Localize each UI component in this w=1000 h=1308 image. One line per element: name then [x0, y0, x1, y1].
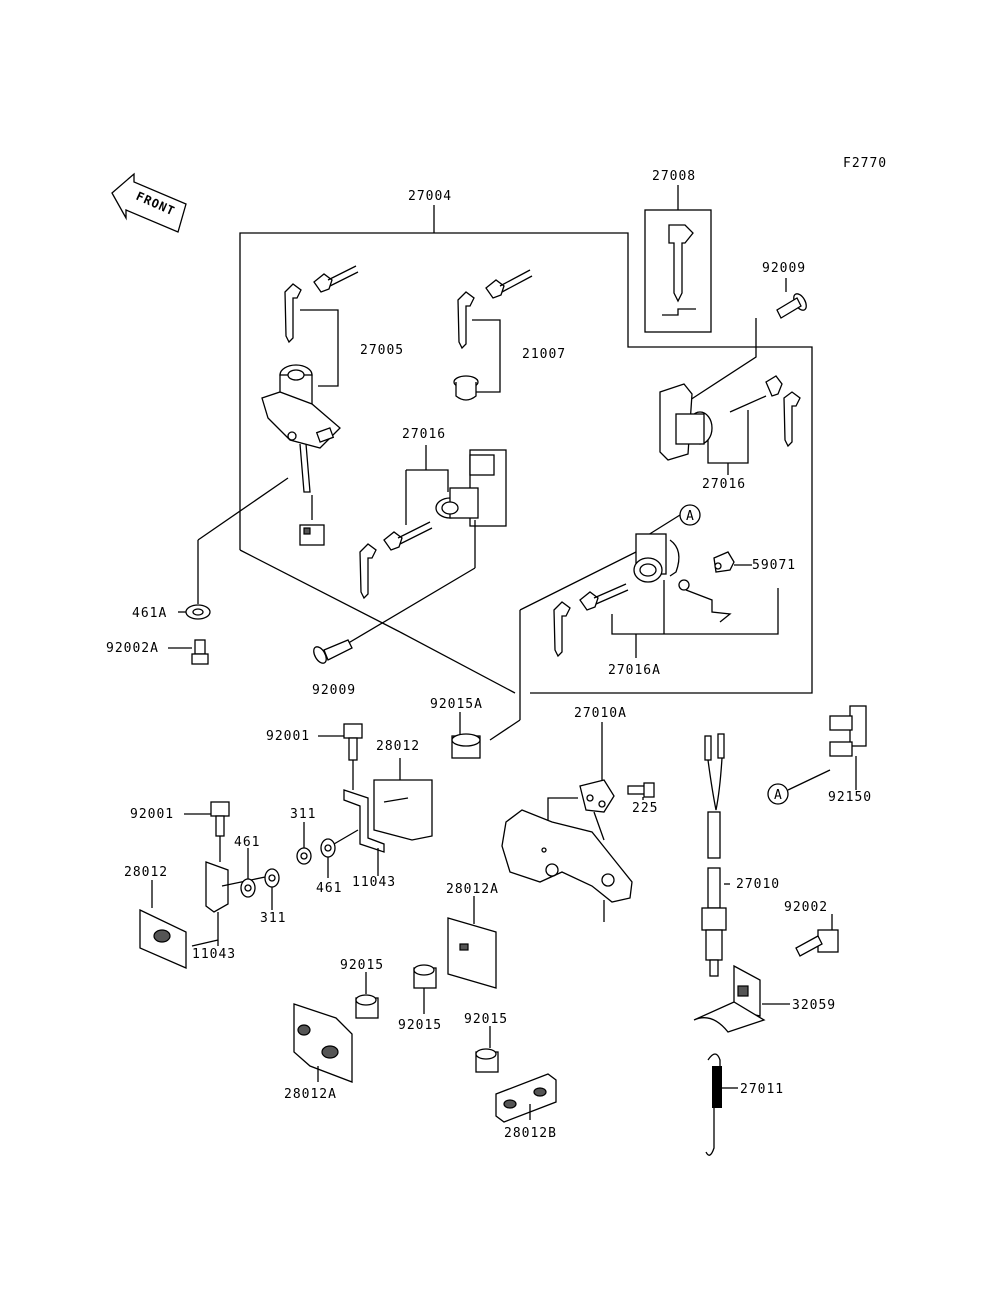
label-461-left: 461	[234, 835, 260, 850]
part-461-washer-mid	[320, 829, 359, 878]
part-28012A-reflector-mid	[447, 896, 497, 989]
part-27011-spring	[705, 1053, 738, 1156]
part-27016A-lock	[489, 533, 779, 741]
part-311-nut-lower	[264, 868, 280, 910]
label-461A: 461A	[132, 606, 167, 621]
label-225: 225	[632, 801, 658, 816]
kit-outline-lines	[239, 205, 813, 694]
label-11043-left: 11043	[192, 947, 236, 962]
part-92015-nut-mid	[413, 964, 437, 1014]
part-92001-bolt-upper	[318, 723, 363, 790]
part-461-washer-left	[240, 848, 256, 898]
side-stand-ref	[501, 809, 633, 922]
part-27005-ignition-switch	[197, 265, 359, 546]
label-28012B: 28012B	[504, 1126, 557, 1141]
label-92015A: 92015A	[430, 697, 483, 712]
part-225-screw	[627, 782, 655, 800]
label-92009-top: 92009	[762, 261, 806, 276]
label-28012-left: 28012	[124, 865, 168, 880]
label-27008: 27008	[652, 169, 696, 184]
part-92015-nut-left	[355, 972, 379, 1019]
label-92015-left: 92015	[340, 958, 384, 973]
label-92015-right: 92015	[464, 1012, 508, 1027]
part-59071-clip	[713, 551, 752, 573]
part-92009-screw-top	[776, 278, 807, 319]
label-27016A: 27016A	[608, 663, 661, 678]
label-92001-upper: 92001	[266, 729, 310, 744]
label-28012A-bottom: 28012A	[284, 1087, 337, 1102]
part-27008-key-box	[644, 185, 712, 333]
part-32059-bracket	[693, 964, 790, 1033]
part-28012A-reflector-bottom	[293, 1003, 353, 1083]
label-92150: 92150	[828, 790, 872, 805]
ref-marker-a-lower-label: A	[774, 788, 783, 803]
label-461-mid: 461	[316, 881, 342, 896]
label-27004: 27004	[408, 189, 452, 204]
label-27016-mid: 27016	[402, 427, 446, 442]
label-27010A: 27010A	[574, 706, 627, 721]
part-461A-washer	[178, 540, 211, 620]
label-311-lower: 311	[260, 911, 286, 926]
part-27010-switch-lead	[701, 733, 730, 977]
label-311-upper: 311	[290, 807, 316, 822]
part-311-nut-upper	[296, 822, 312, 865]
label-28012-upper: 28012	[376, 739, 420, 754]
ref-marker-a-lower: A	[767, 769, 831, 805]
part-11043-bracket-left	[205, 861, 271, 946]
label-92001-lower: 92001	[130, 807, 174, 822]
part-92002A-bolt	[168, 639, 209, 665]
label-28012A-mid: 28012A	[446, 882, 499, 897]
label-11043-right: 11043	[352, 875, 396, 890]
part-92001-bolt-lower	[184, 801, 230, 862]
part-28012-reflector-upper	[373, 758, 433, 841]
ref-marker-a-upper-label: A	[686, 509, 695, 524]
label-27011: 27011	[740, 1082, 784, 1097]
label-92002: 92002	[784, 900, 828, 915]
label-27010: 27010	[736, 877, 780, 892]
callout-labels: 27004 27008 92009 27005 21007 27016 2701…	[106, 169, 872, 1141]
part-28012B-reflector	[495, 1073, 557, 1123]
part-92015-nut-right	[475, 1026, 499, 1073]
part-27016-helmet-lock	[659, 318, 801, 475]
label-27005: 27005	[360, 343, 404, 358]
part-27016-seat-lock	[339, 445, 507, 649]
label-59071: 59071	[752, 558, 796, 573]
part-92002-bolt	[795, 914, 839, 957]
label-92015-mid: 92015	[398, 1018, 442, 1033]
label-21007: 21007	[522, 347, 566, 362]
part-11043-bracket-right	[343, 789, 385, 876]
part-27010A-stand-switch	[547, 722, 615, 841]
label-92009-bottom: 92009	[312, 683, 356, 698]
part-21007-keys-cap	[453, 269, 533, 401]
label-92002A: 92002A	[106, 641, 159, 656]
part-92009-screw-bottom	[313, 639, 353, 664]
part-28012-reflector-left	[139, 880, 219, 969]
part-92150-bolts	[829, 705, 867, 790]
figure-code: F2770	[843, 156, 887, 171]
label-27016-right: 27016	[702, 477, 746, 492]
part-92015A-nut	[451, 712, 481, 759]
label-32059: 32059	[792, 998, 836, 1013]
front-arrow-icon: FRONT	[111, 172, 187, 233]
